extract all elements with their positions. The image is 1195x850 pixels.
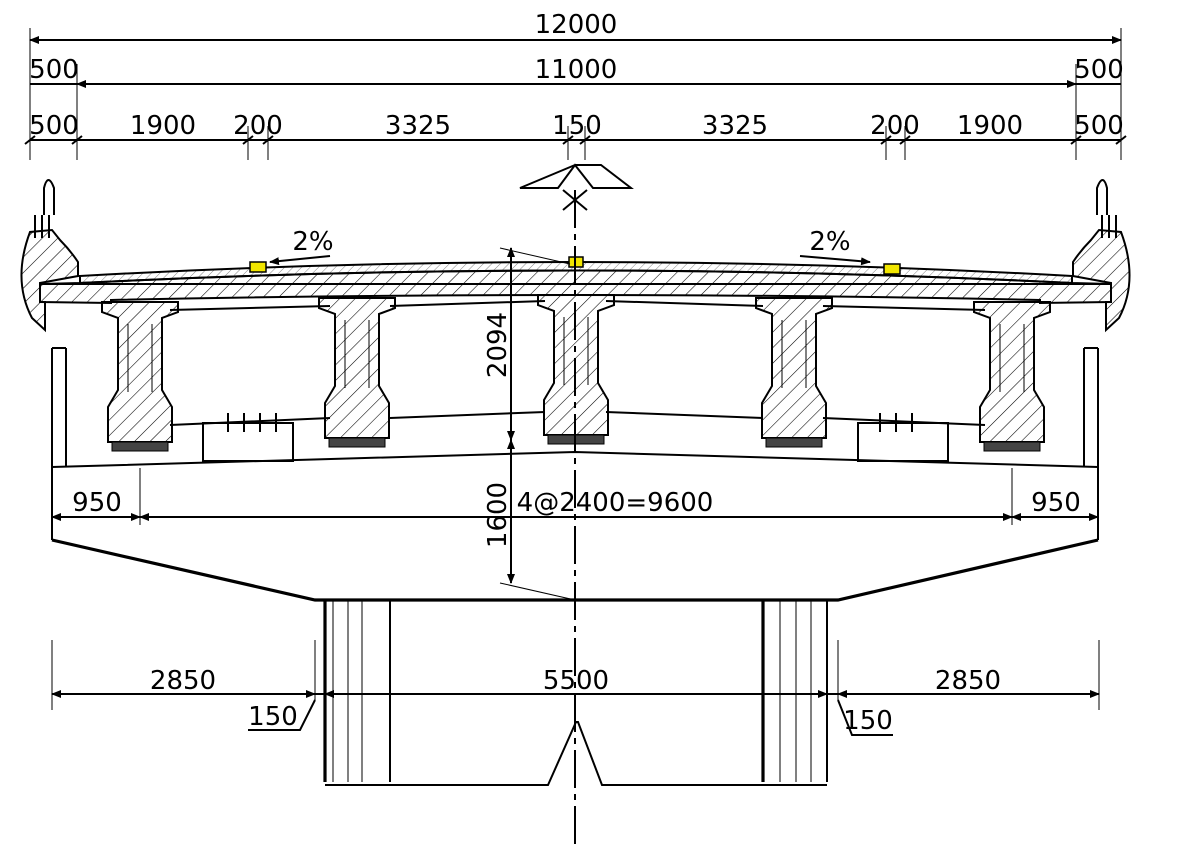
vertical-dimensions: 2094 1600 [483, 247, 576, 601]
top-dimension-lines [24, 28, 1127, 160]
girder-2 [318, 297, 396, 439]
cross-frames [169, 300, 986, 462]
right-barrier [1072, 228, 1131, 333]
bearing-2 [328, 437, 386, 448]
top-dimension-texts: 12000 500 11000 500 500 1900 200 3325 15… [29, 10, 1124, 141]
slope-indicators: 2% 2% [269, 227, 871, 266]
slope-left: 2% [292, 227, 333, 257]
girder-5 [973, 301, 1051, 443]
left-lane-marker [249, 261, 267, 273]
girder-1 [101, 301, 179, 443]
pier-offset-right: 150 [843, 706, 893, 736]
dim-row3-1: 1900 [130, 111, 196, 141]
dim-row3-3: 3325 [385, 111, 451, 141]
pier-dim-right: 2850 [935, 666, 1001, 696]
slope-right: 2% [809, 227, 850, 257]
cap-dim-right: 950 [1031, 488, 1081, 518]
dim-row3-4: 150 [552, 111, 602, 141]
bearing-5 [983, 441, 1041, 452]
dim-row2-right: 500 [1074, 55, 1124, 85]
left-barrier [20, 228, 79, 333]
cap-dim-left: 950 [72, 488, 122, 518]
girder-4 [755, 297, 833, 439]
girders [101, 294, 1051, 452]
dim-cap-height: 1600 [483, 482, 513, 548]
bearing-1 [111, 441, 169, 452]
dim-row3-0: 500 [29, 111, 79, 141]
pier-dimensions: 2850 5500 2850 150 150 [51, 640, 1100, 736]
right-lane-marker [883, 263, 901, 275]
dim-overall-width: 12000 [535, 10, 618, 40]
dim-row3-6: 200 [870, 111, 920, 141]
cap-dim-mid: 4@2400=9600 [517, 488, 714, 518]
pier-dim-mid: 5500 [543, 666, 609, 696]
dim-row2-mid: 11000 [535, 55, 618, 85]
dim-row2-left: 500 [29, 55, 79, 85]
dim-row3-8: 500 [1074, 111, 1124, 141]
dim-row3-2: 200 [233, 111, 283, 141]
dim-row3-5: 3325 [702, 111, 768, 141]
pier-dim-left: 2850 [150, 666, 216, 696]
dim-row3-7: 1900 [957, 111, 1023, 141]
bearing-4 [765, 437, 823, 448]
pier-offset-left: 150 [248, 702, 298, 732]
deck-slab [20, 179, 1131, 333]
dim-girder-height: 2094 [483, 312, 513, 378]
